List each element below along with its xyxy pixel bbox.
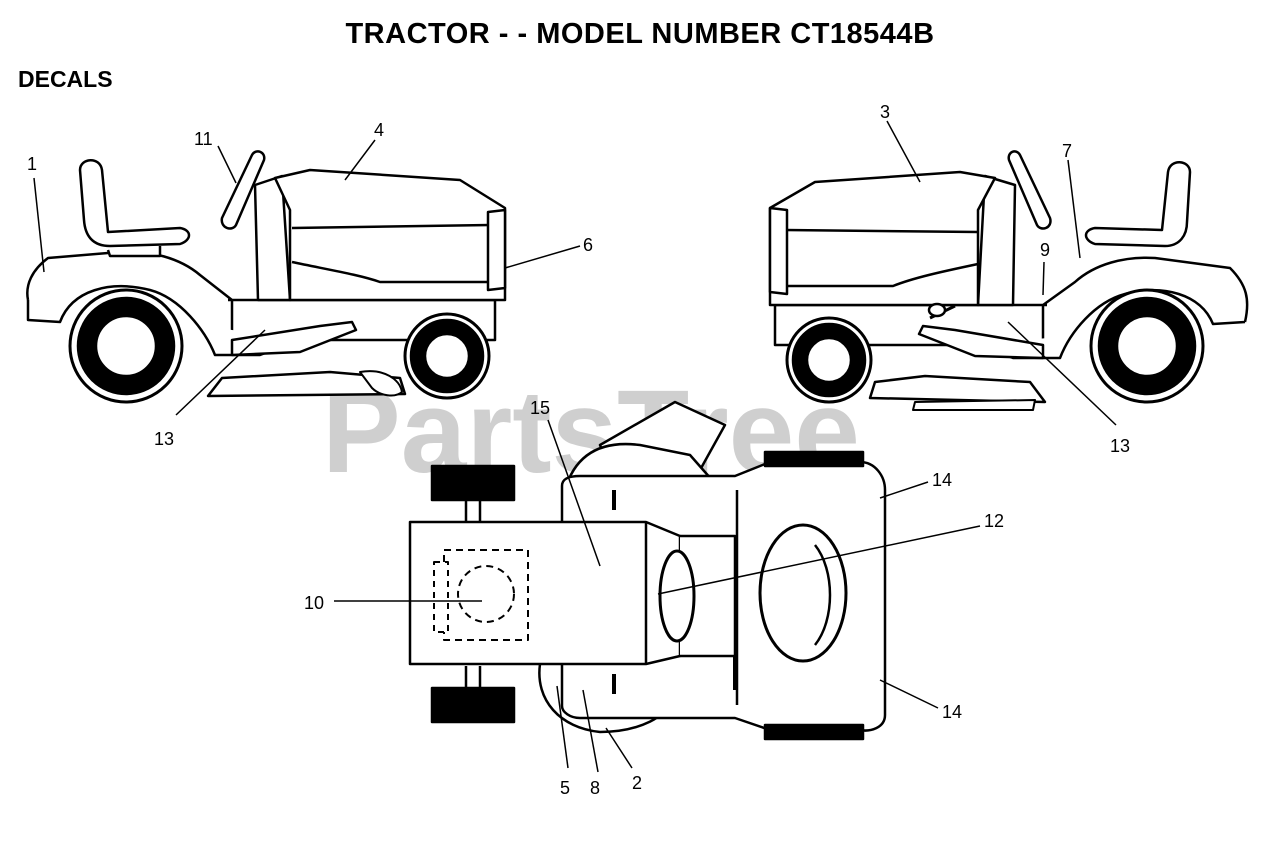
page-title: TRACTOR - - MODEL NUMBER CT18544B [345, 18, 935, 50]
callout-9: 9 [1040, 240, 1050, 260]
callout-13-left: 13 [154, 429, 174, 449]
seat-left [78, 159, 191, 248]
deck-chute [359, 370, 403, 397]
leader-lines [33, 120, 1117, 773]
callout-labels: 1 11 4 6 13 3 7 9 13 15 14 12 10 14 5 8 … [27, 102, 1130, 798]
callout-14-bottom: 14 [942, 702, 962, 722]
callout-4: 4 [374, 120, 384, 140]
callout-11: 11 [194, 129, 213, 149]
callout-15: 15 [530, 398, 550, 418]
callout-2: 2 [632, 773, 642, 793]
front-wheel-bottom [430, 686, 516, 724]
section-heading: DECALS [18, 66, 113, 92]
callout-3: 3 [880, 102, 890, 122]
seat-base-top [758, 523, 848, 663]
callout-12: 12 [984, 511, 1004, 531]
callout-8: 8 [590, 778, 600, 798]
callout-5: 5 [560, 778, 570, 798]
callout-14-top: 14 [932, 470, 952, 490]
callout-1: 1 [27, 154, 37, 174]
tractor-left-side-view [26, 150, 507, 404]
callout-10: 10 [304, 593, 324, 613]
front-wheel-top [430, 464, 516, 502]
tractor-right-side-view [768, 150, 1249, 411]
callout-7: 7 [1062, 141, 1072, 161]
steering-wheel-left [220, 150, 266, 230]
callout-13-right: 13 [1110, 436, 1130, 456]
callout-6: 6 [583, 235, 593, 255]
steering-wheel-top [658, 549, 696, 643]
